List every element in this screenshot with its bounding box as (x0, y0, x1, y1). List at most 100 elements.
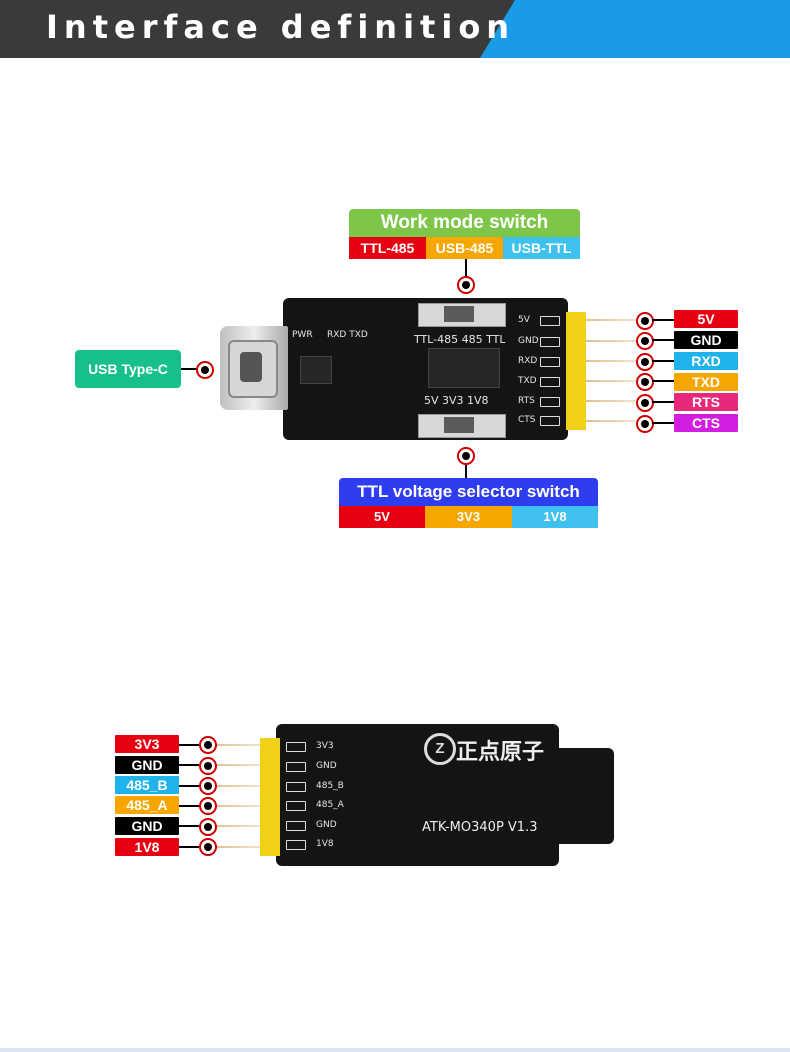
brand-logo-icon: Z (424, 733, 456, 765)
pin-marker-gnd-2 (199, 818, 217, 836)
pin-wire (586, 360, 636, 362)
pin-marker-5v (636, 312, 654, 330)
usb-type-c-label: USB Type-C (75, 350, 181, 388)
silk-rxd-txd: RXD TXD (327, 330, 368, 340)
work-mode-switch-knob (444, 306, 474, 322)
page-title: Interface definition (46, 8, 516, 46)
pin-pad (540, 337, 560, 347)
pin-pad (286, 762, 306, 772)
pin-wire (214, 846, 260, 848)
pin-tag-gnd-2: GND (115, 817, 179, 835)
pin-marker-gnd (636, 332, 654, 350)
pin-tag-5v: 5V (674, 310, 738, 328)
silk-pin-3: RXD (518, 356, 538, 366)
pin-wire (586, 380, 636, 382)
voltage-marker (457, 447, 475, 465)
pin-marker-gnd (199, 757, 217, 775)
silk-pin-2: GND (518, 336, 539, 346)
usb-leader (181, 368, 197, 370)
silk-pin-6: CTS (518, 415, 536, 425)
pin-wire (214, 805, 260, 807)
brand-logo-text: 正点原子 (456, 740, 545, 765)
pin-pad (286, 742, 306, 752)
pin-pad (540, 316, 560, 326)
voltage-option-3v3: 3V3 (425, 506, 512, 528)
work-mode-option-ttl-485: TTL-485 (349, 237, 426, 259)
pin-tag-gnd: GND (115, 756, 179, 774)
pin-tag-gnd: GND (674, 331, 738, 349)
pin-pad (540, 357, 560, 367)
pin-tag-cts: CTS (674, 414, 738, 432)
work-mode-leader (465, 259, 467, 281)
pin-header (566, 312, 586, 430)
pin-leader (652, 401, 674, 403)
work-mode-option-usb-485: USB-485 (426, 237, 503, 259)
pin-leader (652, 339, 674, 341)
voltage-option-5v: 5V (339, 506, 425, 528)
voltage-selector-title: TTL voltage selector switch (339, 478, 598, 506)
footer-line (0, 1048, 790, 1052)
pin-leader (179, 846, 199, 848)
bottom-silk-6: 1V8 (316, 839, 334, 849)
pin-wire (214, 825, 260, 827)
pin-leader (179, 744, 199, 746)
pin-marker-3v3 (199, 736, 217, 754)
pin-marker-cts (636, 415, 654, 433)
pin-tag-3v3: 3V3 (115, 735, 179, 753)
silk-volt-row: 5V 3V3 1V8 (424, 394, 489, 407)
bottom-silk-1: 3V3 (316, 741, 334, 751)
silk-pwr: PWR (292, 330, 313, 340)
bottom-silk-2: GND (316, 761, 337, 771)
pin-pad (540, 377, 560, 387)
bottom-pin-header (260, 738, 280, 856)
usb-c-port-inner (240, 352, 262, 382)
work-mode-title: Work mode switch (349, 209, 580, 237)
pin-wire (214, 744, 260, 746)
pin-leader (179, 805, 199, 807)
pin-marker-rts (636, 394, 654, 412)
pin-wire (586, 319, 636, 321)
pin-wire (586, 420, 636, 422)
chip-small (300, 356, 332, 384)
pin-tag-txd: TXD (674, 373, 738, 391)
chip-main (428, 348, 500, 388)
usb-marker (196, 361, 214, 379)
pin-wire (586, 340, 636, 342)
bottom-silk-4: 485_A (316, 800, 344, 810)
pin-pad (540, 397, 560, 407)
model-label: ATK-MO340P V1.3 (422, 820, 538, 835)
pin-leader (652, 380, 674, 382)
work-mode-option-usb-ttl: USB-TTL (503, 237, 580, 259)
pin-wire (214, 764, 260, 766)
pin-pad (286, 782, 306, 792)
silk-pin-5: RTS (518, 396, 535, 406)
bottom-board-tab (556, 748, 614, 844)
pin-wire (214, 785, 260, 787)
pin-tag-1v8: 1V8 (115, 838, 179, 856)
pin-leader (652, 360, 674, 362)
pin-marker-rxd (636, 353, 654, 371)
pin-leader (652, 422, 674, 424)
pin-tag-485-a: 485_A (115, 796, 179, 814)
pin-pad (286, 821, 306, 831)
pin-pad (286, 840, 306, 850)
pin-leader (652, 319, 674, 321)
bottom-board (276, 724, 559, 866)
voltage-leader (465, 465, 467, 479)
voltage-switch-knob (444, 417, 474, 433)
pin-wire (586, 400, 636, 402)
pin-marker-485-a (199, 797, 217, 815)
pin-tag-rxd: RXD (674, 352, 738, 370)
pin-pad (540, 416, 560, 426)
pin-tag-485-b: 485_B (115, 776, 179, 794)
bottom-silk-3: 485_B (316, 781, 344, 791)
silk-pin-1: 5V (518, 315, 530, 325)
work-mode-marker (457, 276, 475, 294)
pin-marker-1v8 (199, 838, 217, 856)
pin-pad (286, 801, 306, 811)
header-accent (480, 0, 790, 58)
pin-marker-txd (636, 373, 654, 391)
silk-pin-4: TXD (518, 376, 537, 386)
usb-c-port (228, 340, 278, 398)
pin-marker-485-b (199, 777, 217, 795)
